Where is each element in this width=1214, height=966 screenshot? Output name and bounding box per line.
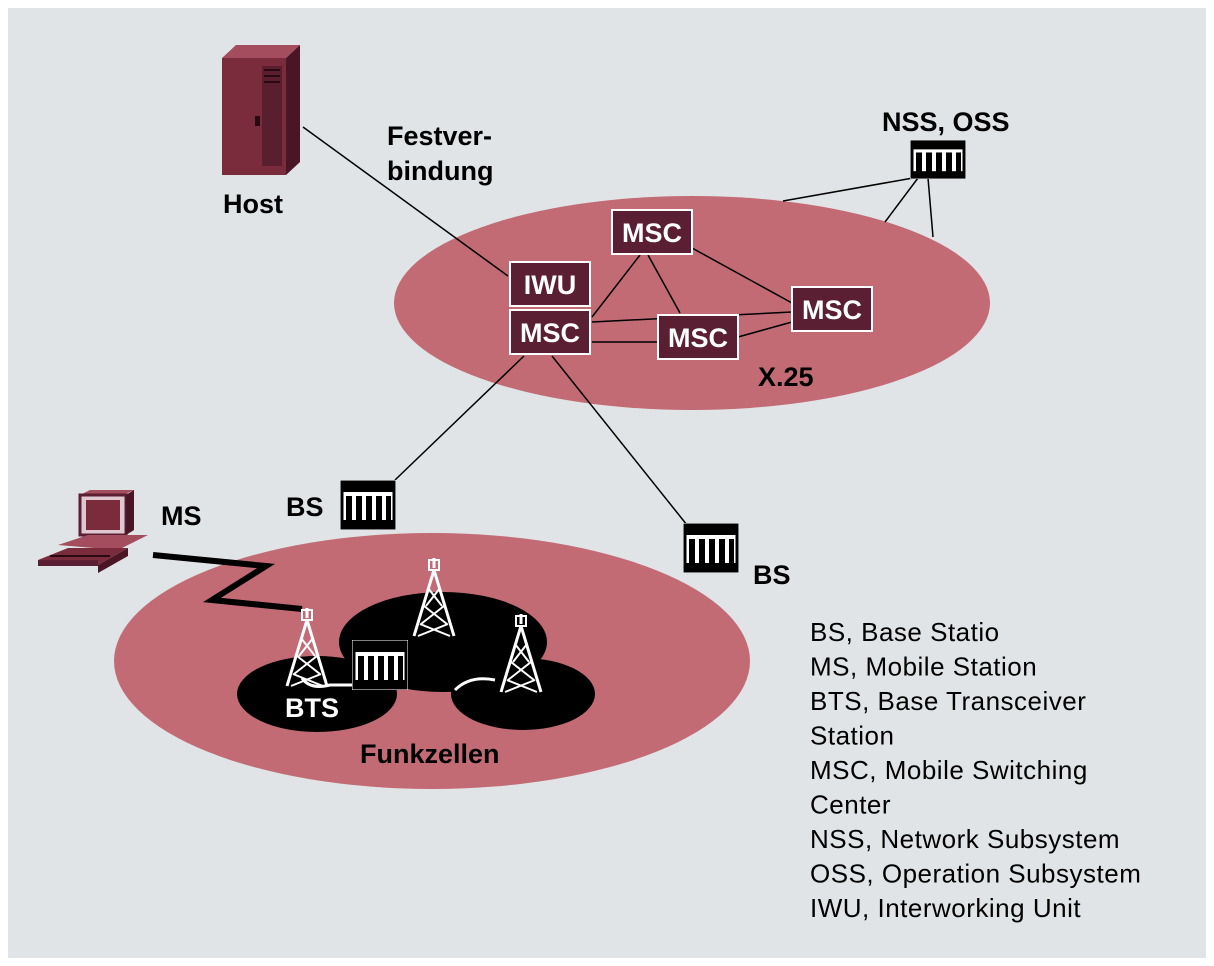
- legend-line: MS, Mobile Station: [810, 652, 1037, 682]
- legend-line: Center: [810, 790, 891, 820]
- ms-label: MS: [161, 501, 202, 531]
- computer-terminal-icon: [38, 490, 148, 573]
- msc-main-msc-top-link-a: [591, 254, 641, 318]
- host-iwu-link: [302, 126, 509, 277]
- msc-center-box: MSC: [657, 314, 739, 360]
- connection-lines: [302, 126, 934, 526]
- host-label: Host: [223, 189, 283, 219]
- base-station-left-icon: [338, 478, 398, 532]
- background: [8, 8, 1206, 958]
- x25-label: X.25: [758, 362, 814, 392]
- base-station-right-icon: [681, 521, 741, 575]
- server-tower-icon: [222, 45, 300, 175]
- msc-right-box: MSC: [791, 286, 873, 332]
- radio-link: [152, 552, 303, 612]
- festverbindung-label-line2: bindung: [387, 156, 493, 186]
- msc-top-msc-center-link: [647, 254, 681, 314]
- festverbindung-label-line1: Festver-: [387, 121, 492, 151]
- msc-main-box: MSC: [509, 309, 591, 355]
- legend-line: Station: [810, 721, 894, 751]
- legend-line: OSS, Operation Subsystem: [810, 859, 1141, 889]
- legend-line: BS, Base Statio: [810, 617, 1000, 647]
- nss-oss-label: NSS, OSS: [882, 107, 1010, 137]
- msc-bs-left-link: [394, 355, 525, 481]
- msc-top-box-label: MSC: [622, 218, 682, 248]
- funkzellen-label: Funkzellen: [360, 739, 500, 769]
- legend-line: IWU, Interworking Unit: [810, 893, 1081, 923]
- nss-link-1: [782, 177, 914, 202]
- radio-cell-right: [451, 658, 595, 730]
- legend-line: BTS, Base Transceiver: [810, 686, 1086, 716]
- msc-main-box-label: MSC: [520, 318, 580, 348]
- bts-station-icon: [352, 640, 408, 690]
- bs-left-label: BS: [286, 492, 324, 522]
- nss-link-2: [884, 177, 919, 223]
- msc-bs-right-link: [551, 355, 688, 526]
- legend-line: MSC, Mobile Switching: [810, 755, 1088, 785]
- nss-link-3: [927, 177, 934, 238]
- bts-label: BTS: [285, 693, 339, 723]
- msc-top-msc-right-link: [691, 247, 793, 304]
- bs-right-label: BS: [753, 560, 791, 590]
- legend-line: NSS, Network Subsystem: [810, 824, 1120, 854]
- msc-top-box: MSC: [611, 209, 693, 255]
- iwu-box: IWU: [509, 261, 591, 307]
- x25-network-ellipse: [394, 196, 990, 410]
- iwu-box-label: IWU: [524, 270, 576, 300]
- msc-center-msc-right-link: [737, 321, 793, 338]
- nss-oss-station-icon: [908, 138, 968, 181]
- msc-center-box-label: MSC: [668, 323, 728, 353]
- msc-right-box-label: MSC: [802, 295, 862, 325]
